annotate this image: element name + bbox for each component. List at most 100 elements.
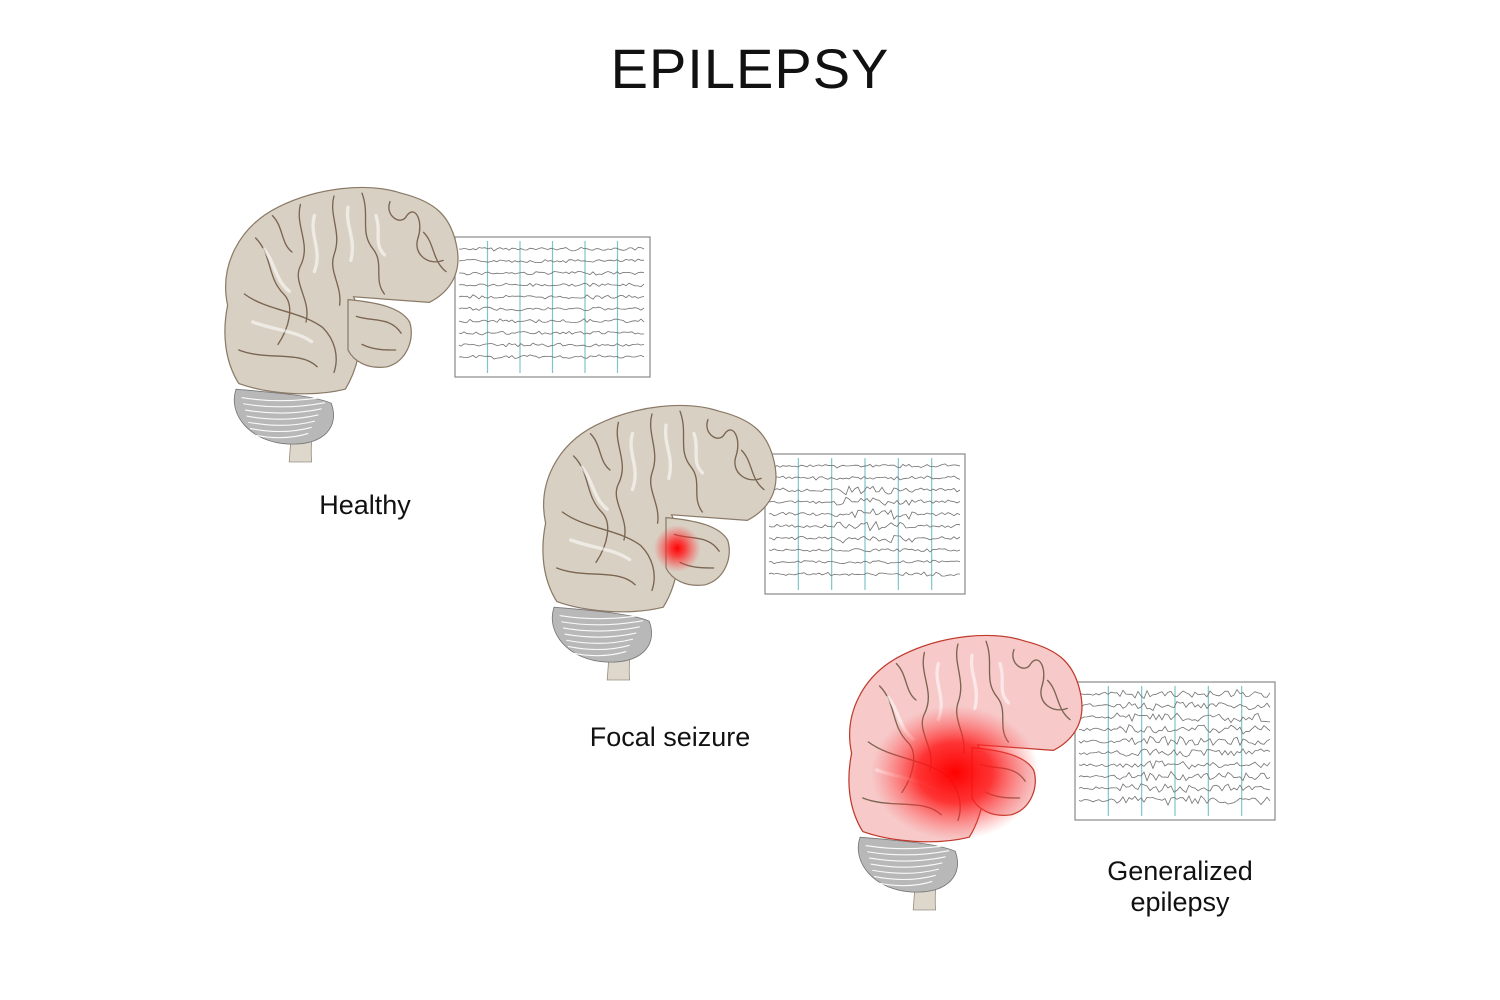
gyrus-highlight [629,431,637,492]
cerebellum-fold [559,613,647,620]
eeg-chart [764,453,966,595]
gyrus-highlight [580,465,609,511]
sulcus [388,200,444,263]
label-generalized-epilepsy: Generalized epilepsy [1090,856,1270,918]
gyrus-highlight [692,431,705,475]
sulcus [895,662,917,701]
eeg-trace [768,475,961,481]
eeg-trace [458,354,645,360]
cerebellum-fold [870,862,943,868]
gyrus-highlight [969,653,979,711]
sulcus [238,349,318,368]
eeg-trace [1078,735,1271,747]
cerebellum-fold [248,420,316,426]
cerebellum-fold [567,644,630,651]
eeg-trace [768,485,961,496]
sulcus [332,195,341,306]
cerebellum-fold [564,632,637,638]
gyrus-highlight [663,423,673,481]
sulcus [271,214,293,253]
eeg-trace [768,508,961,520]
eeg-trace [768,520,961,532]
eeg-trace [768,463,961,469]
eeg-trace [459,270,645,276]
eeg-trace [1078,783,1271,794]
label-healthy: Healthy [319,490,411,520]
eeg-trace [1078,770,1271,782]
panel-generalized-epilepsy [848,634,1276,911]
cerebellum-fold [566,638,634,644]
cerebellum-fold [562,626,640,632]
brain [224,186,459,463]
eeg-trace [768,571,960,577]
cerebellum-fold [241,395,329,402]
cerebellum-fold [561,620,644,626]
gyrus-highlight [262,247,291,293]
eeg-trace [458,318,645,324]
sulcus [297,203,308,323]
eeg-trace [458,294,645,300]
sulcus [556,567,636,586]
gyrus-highlight [345,205,355,263]
gyrus-highlight [311,213,319,274]
label-focal-seizure: Focal seizure [589,722,751,752]
eeg-trace [458,246,645,252]
sulcus [361,343,397,351]
cerebellum-fold [865,843,953,850]
brain [848,634,1083,911]
sulcus [706,418,762,481]
eeg-trace [458,330,645,336]
gyrus-highlight [998,661,1011,705]
eeg-trace [1078,712,1271,724]
eeg-trace [768,559,961,565]
sulcus [355,315,402,334]
cerebellum-fold [249,426,312,433]
brain [542,404,777,681]
eeg-trace [458,258,645,264]
gyrus-highlight [374,213,387,257]
sulcus [679,410,704,513]
cerebellum-fold [246,414,319,420]
sulcus [422,231,447,273]
sulcus [615,421,626,541]
diagram-title: EPILEPSY [610,37,890,100]
eeg-trace [1078,724,1271,735]
sulcus [561,511,655,592]
label-generalized-line1: Generalized [1107,856,1253,886]
eeg-chart [454,236,651,378]
cerebrum [224,186,459,395]
eeg-trace [1078,688,1271,700]
sulcus [1012,648,1068,711]
panel-focal-seizure [542,404,966,681]
eeg-trace [1078,760,1271,770]
cerebellum-fold [875,880,933,887]
cerebrum [542,404,777,613]
gyrus-highlight [569,538,632,562]
eeg-trace [458,306,645,312]
eeg-trace [1078,748,1271,758]
cerebellum-fold [244,408,322,414]
cerebellum-fold [243,402,326,408]
eeg-chart [1074,681,1276,821]
sulcus [243,293,337,374]
eeg-trace [1078,794,1271,807]
sulcus [361,192,386,295]
cerebellum-fold [867,850,950,856]
cerebellum-fold [873,874,936,881]
sulcus [650,413,659,524]
eeg-trace [768,535,961,544]
focal-seizure-spot [653,524,701,572]
sulcus [740,449,765,491]
cerebellum-fold [251,432,309,439]
generalized-seizure-area [871,705,1040,840]
label-generalized-line2: epilepsy [1130,887,1230,917]
eeg-trace [768,548,961,553]
sulcus [589,432,611,471]
eeg-trace [768,496,961,506]
sulcus [1046,679,1071,721]
cerebellum-fold [872,868,940,874]
panel-healthy [224,186,651,463]
eeg-trace [1078,701,1271,712]
eeg-trace [458,282,645,288]
